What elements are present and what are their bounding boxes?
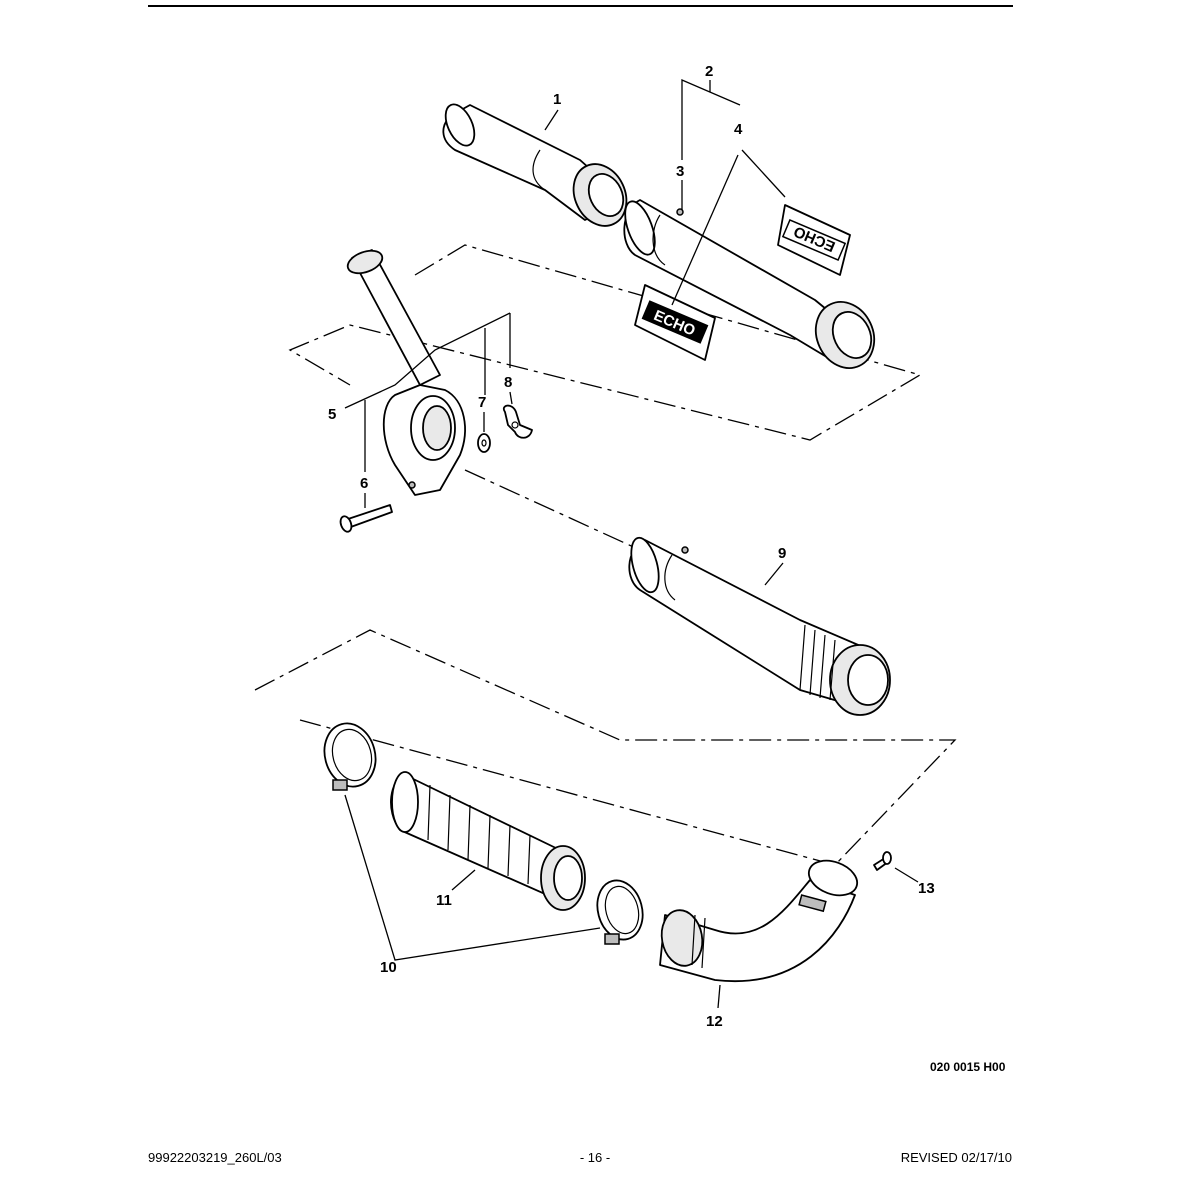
footer-page-number: - 16 - <box>579 1150 611 1165</box>
leader-5 <box>344 312 511 409</box>
pipe-axis-line <box>464 469 641 551</box>
callout-11: 11 <box>436 892 452 909</box>
assembly-boundary-upper <box>288 244 922 441</box>
part-7-washer <box>477 433 491 453</box>
footer-part-number: 99922203219_260L/03 <box>148 1150 282 1165</box>
part-12-elbow <box>659 859 859 983</box>
leader-4b <box>671 154 739 306</box>
callout-9: 9 <box>778 545 786 562</box>
top-rule <box>148 5 1013 7</box>
leader-10 <box>344 794 601 961</box>
leader-12 <box>717 984 721 1009</box>
part-3-middle-pipe <box>623 199 876 369</box>
part-13-screw <box>873 851 892 871</box>
leader-9 <box>764 562 784 586</box>
leader-8 <box>509 391 513 405</box>
callout-10: 10 <box>380 959 397 976</box>
callout-3: 3 <box>676 163 684 180</box>
part-6-bolt <box>339 504 393 533</box>
leader-11 <box>451 869 476 891</box>
part-5-handle-clamp <box>346 249 466 496</box>
part-9-lower-pipe <box>628 536 891 716</box>
callout-7: 7 <box>478 394 486 411</box>
part-8-wing-nut <box>502 404 533 439</box>
part-11-bellows-hose <box>390 771 586 911</box>
leader-2 <box>681 79 741 160</box>
callout-5: 5 <box>328 406 336 423</box>
callout-4: 4 <box>734 121 743 138</box>
callout-12: 12 <box>706 1013 723 1030</box>
part-10-hose-clamp-lower <box>596 879 644 945</box>
footer-revised-date: REVISED 02/17/10 <box>900 1150 1012 1165</box>
callout-6: 6 <box>360 475 368 492</box>
leader-4a <box>741 149 786 198</box>
part-1-upper-pipe <box>442 103 628 227</box>
drawing-code: 020 0015 H00 <box>930 1060 1006 1074</box>
leader-1 <box>544 109 559 131</box>
part-10-hose-clamp-upper <box>323 722 377 791</box>
callout-1: 1 <box>553 91 561 108</box>
part-4-decal-lower: ECHO <box>634 284 716 361</box>
assembly-boundary-lower <box>254 629 957 866</box>
callout-8: 8 <box>504 374 512 391</box>
part-4-decal-upper: ECHO <box>777 204 851 276</box>
callout-2: 2 <box>705 63 713 80</box>
callout-13: 13 <box>918 880 935 897</box>
leader-13 <box>894 867 919 883</box>
